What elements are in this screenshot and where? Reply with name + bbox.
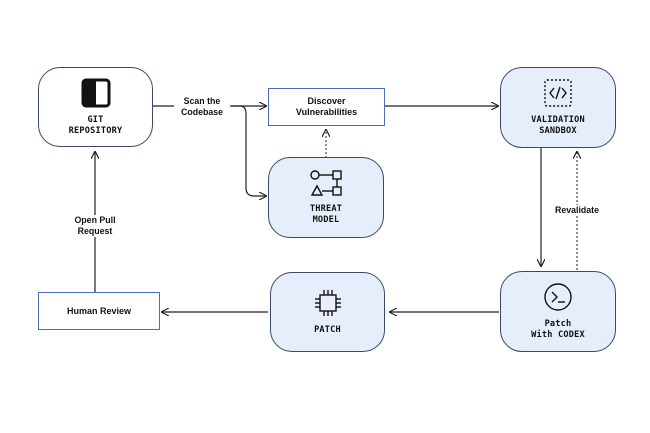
edge-label-open-pull-request: Open Pull Request <box>63 215 127 237</box>
arrow-git-to-threat-model <box>232 105 266 196</box>
node-patch[interactable]: PATCH <box>270 272 385 352</box>
git-repository-label: GIT REPOSITORY <box>68 114 123 136</box>
node-patch-with-codex[interactable]: Patch With CODEX <box>500 271 616 352</box>
patch-with-codex-label: Patch With CODEX <box>531 319 585 340</box>
validation-sandbox-label: VALIDATION SANDBOX <box>531 115 585 136</box>
node-threat-model[interactable]: THREAT MODEL <box>268 157 384 238</box>
box-discover-vulnerabilities[interactable]: Discover Vulnerabilities <box>268 88 385 126</box>
split-square-icon <box>81 78 110 107</box>
discover-vulnerabilities-label: Discover Vulnerabilities <box>295 96 358 117</box>
terminal-prompt-icon <box>544 283 572 311</box>
patch-label: PATCH <box>314 325 341 335</box>
chip-icon <box>314 290 341 316</box>
code-brackets-icon <box>544 79 572 107</box>
edge-label-scan-the-codebase: Scan the Codebase <box>174 96 230 118</box>
edge-label-revalidate: Revalidate <box>548 205 606 216</box>
shapes-graph-icon <box>310 170 342 196</box>
node-validation-sandbox[interactable]: VALIDATION SANDBOX <box>500 67 616 148</box>
human-review-label: Human Review <box>66 305 132 316</box>
box-human-review[interactable]: Human Review <box>38 292 160 330</box>
node-git-repository[interactable]: GIT REPOSITORY <box>38 67 153 147</box>
threat-model-label: THREAT MODEL <box>309 204 343 225</box>
